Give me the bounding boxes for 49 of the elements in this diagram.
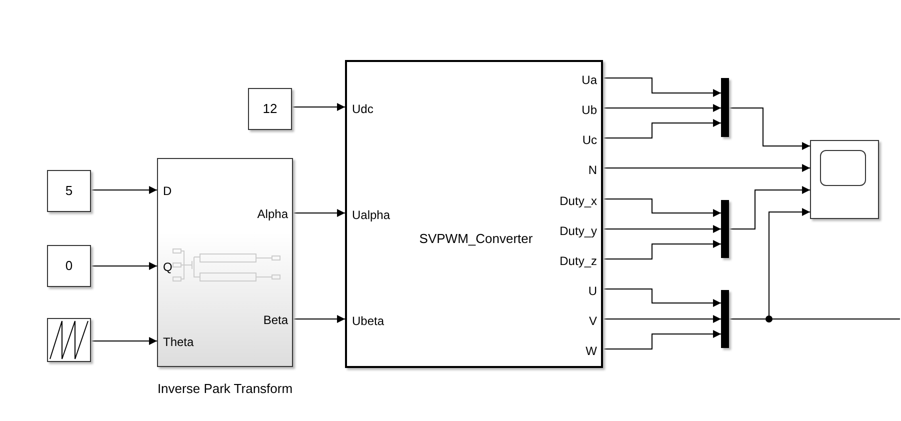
port-label: Duty_y (560, 224, 597, 238)
signal-arrow (292, 103, 346, 111)
signal-arrow (602, 198, 722, 217)
port-label: V (588, 314, 597, 328)
signal-arrow (728, 186, 810, 230)
port-label: Ualpha (352, 208, 390, 222)
signal-arrow (602, 78, 722, 97)
block-caption: Inverse Park Transform (157, 382, 293, 396)
signal-arrow (728, 108, 810, 150)
signal-arrow (602, 225, 722, 233)
port-label: Duty_x (560, 194, 597, 208)
port-label: Beta (263, 313, 288, 327)
const-block (47, 245, 91, 287)
const-block (47, 170, 91, 212)
port-label: Ubeta (352, 314, 384, 328)
port-label: Udc (352, 102, 374, 116)
signal-arrow (602, 330, 722, 350)
const-block (248, 88, 292, 130)
port-label: Ua (582, 73, 597, 87)
signal-arrow (292, 315, 346, 323)
signal-arrow (602, 288, 722, 307)
port-label: Uc (582, 133, 597, 147)
port-label: D (163, 184, 172, 198)
signal-arrow (292, 209, 346, 217)
signal-arrow (602, 240, 722, 260)
port-label: Duty_z (560, 254, 597, 268)
function-block (345, 60, 603, 368)
constant-value: 0 (65, 259, 73, 273)
constant-value: 5 (65, 184, 73, 198)
port-label: Ub (582, 103, 597, 117)
signal-arrow (602, 119, 722, 138)
signal-arrow (90, 337, 158, 345)
port-label: W (586, 344, 597, 358)
block-name: SVPWM_Converter (419, 232, 533, 246)
port-label: Theta (163, 335, 194, 349)
signal-arrow (602, 164, 810, 172)
port-label: Alpha (257, 207, 288, 221)
port-label: Q (163, 260, 172, 274)
port-label: N (588, 163, 597, 177)
scope-block (810, 140, 879, 219)
signal-arrow (90, 262, 158, 270)
signal-arrow (602, 104, 722, 112)
signal-arrow (90, 186, 158, 194)
port-label: U (588, 284, 597, 298)
constant-value: 12 (262, 102, 278, 116)
mux-bar (721, 78, 729, 137)
signal-arrow (602, 315, 722, 323)
mux-bar (721, 290, 729, 348)
mux-bar (721, 200, 729, 258)
